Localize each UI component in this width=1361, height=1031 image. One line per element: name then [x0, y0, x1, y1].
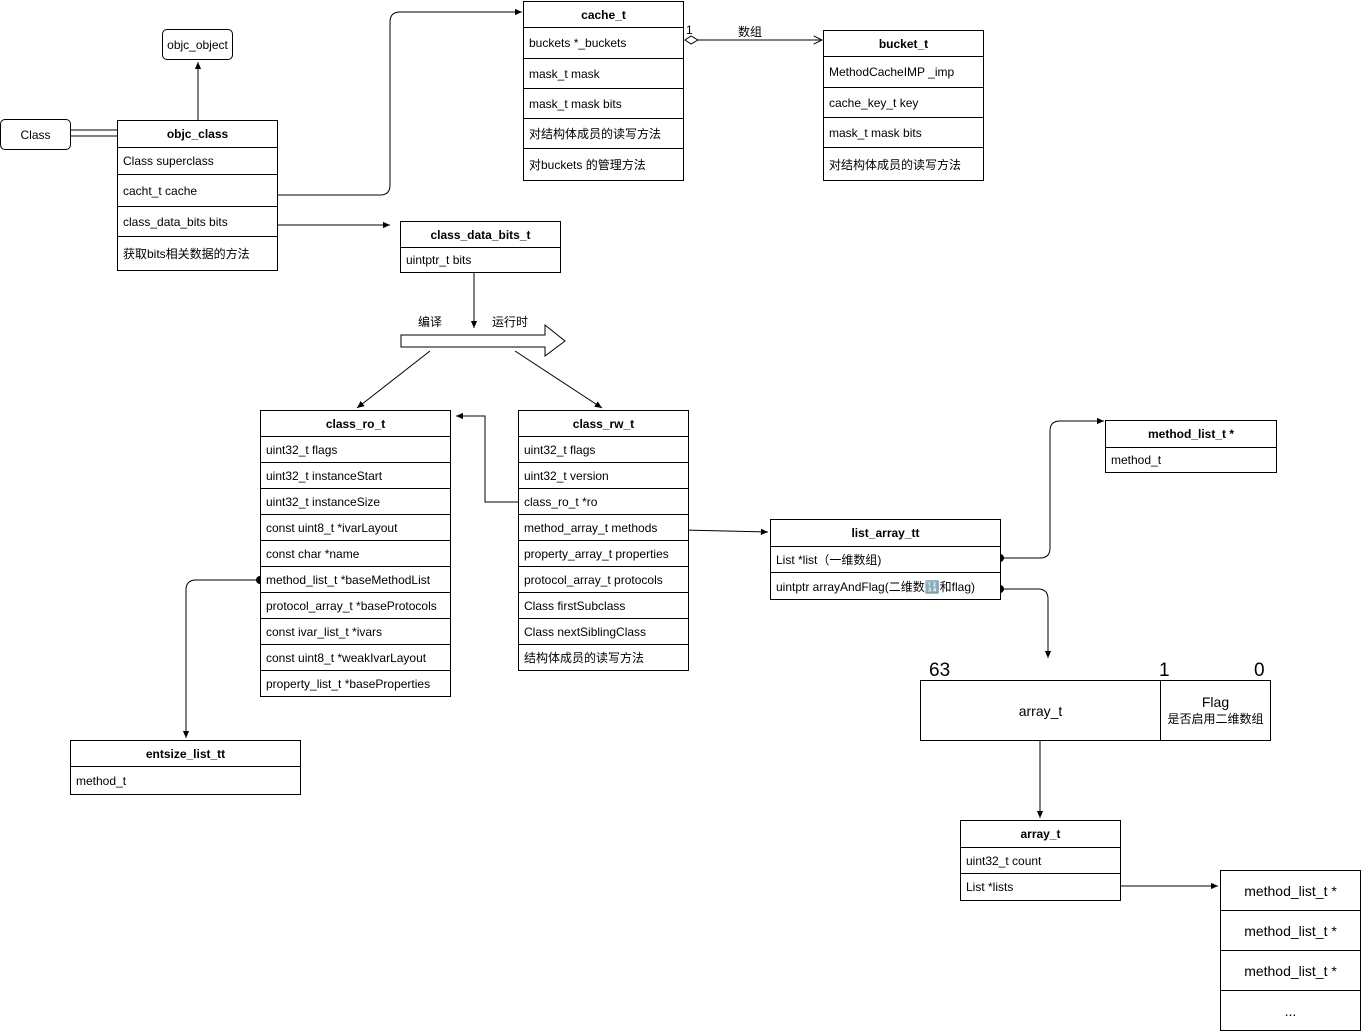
aggregation-diamond — [684, 35, 700, 45]
objc-class-box[interactable]: objc_class Class superclass cacht_t cach… — [117, 120, 278, 271]
bucket-t-box[interactable]: bucket_t MethodCacheIMP _imp cache_key_t… — [823, 30, 984, 181]
bucket-t-row: mask_t mask bits — [824, 118, 983, 148]
class-rw-t-row: Class firstSubclass — [519, 593, 688, 619]
list-array-tt-box[interactable]: list_array_tt List *list（一维数组) uintptr a… — [770, 519, 1001, 600]
to-class-ro-arrow — [356, 350, 431, 409]
cache-t-row: mask_t mask — [524, 59, 683, 89]
objc-class-row: class_data_bits bits — [118, 207, 277, 237]
list-array-tt-title: list_array_tt — [771, 520, 1000, 547]
entsize-list-tt-box[interactable]: entsize_list_tt method_t — [70, 740, 301, 795]
class-ro-t-row: uint32_t flags — [261, 437, 450, 463]
array-label: 数组 — [738, 25, 763, 39]
list-connector — [1000, 417, 1104, 559]
entsize-list-tt-title: entsize_list_tt — [71, 741, 300, 767]
bit-layout-box[interactable]: array_t Flag 是否启用二维数组 — [920, 680, 1271, 741]
cache-t-row: 对buckets 的管理方法 — [529, 158, 646, 172]
class-rw-t-row: protocol_array_t protocols — [519, 567, 688, 593]
class-ref-box[interactable]: Class — [0, 119, 71, 150]
method-list-entry: ... — [1284, 1002, 1297, 1019]
array-t-box[interactable]: array_t uint32_t count List *lists — [960, 820, 1121, 901]
base-method-list-connector — [182, 579, 260, 738]
class-ref-label: Class — [20, 127, 51, 142]
class-ro-t-row: const uint8_t *ivarLayout — [261, 515, 450, 541]
high-bit-label: 63 — [929, 660, 951, 681]
class-rw-t-row: class_ro_t *ro — [519, 489, 688, 515]
class-ro-t-box[interactable]: class_ro_t uint32_t flags uint32_t insta… — [260, 410, 451, 697]
class-rw-t-row: Class nextSiblingClass — [519, 619, 688, 645]
list-array-tt-row: List *list（一维数组) — [771, 547, 1000, 573]
class-rw-t-row: method_array_t methods — [519, 515, 688, 541]
methods-connector — [682, 528, 769, 536]
method-list-entry: method_list_t * — [1221, 951, 1360, 991]
objc-object-label: objc_object — [167, 37, 228, 52]
cache-t-row: buckets *_buckets — [524, 28, 683, 59]
entsize-list-tt-row: method_t — [76, 773, 127, 788]
class-ro-t-row: protocol_array_t *baseProtocols — [261, 593, 450, 619]
class-ro-t-title: class_ro_t — [261, 411, 450, 437]
runtime-label: 运行时 — [492, 315, 529, 329]
class-ro-t-row: const char *name — [261, 541, 450, 567]
class-rw-t-row: 结构体成员的读写方法 — [524, 651, 645, 665]
class-rw-t-row: property_array_t properties — [519, 541, 688, 567]
low-bit-label: 0 — [1254, 660, 1265, 681]
cache-t-title: cache_t — [524, 2, 683, 28]
class-ro-t-row: const uint8_t *weakIvarLayout — [261, 645, 450, 671]
array-and-flag-connector — [1000, 588, 1052, 658]
list-array-tt-row: uintptr arrayAndFlag(二维数🔢和flag) — [776, 579, 976, 594]
flag-desc: 是否启用二维数组 — [1167, 712, 1264, 726]
method-list-t-ptr-title: method_list_t * — [1106, 421, 1276, 448]
objc-class-row: cacht_t cache — [118, 175, 277, 207]
class-rw-t-row: uint32_t flags — [519, 437, 688, 463]
flag-title: Flag — [1201, 694, 1230, 710]
ro-connector — [456, 412, 518, 503]
cache-t-row: 对结构体成员的读写方法 — [524, 119, 683, 149]
array-t-row: uint32_t count — [961, 848, 1120, 874]
method-list-t-ptr-box[interactable]: method_list_t * method_t — [1105, 420, 1277, 473]
compile-label: 编译 — [418, 315, 443, 329]
mid-bit-label: 1 — [1159, 660, 1170, 681]
bucket-t-row: 对结构体成员的读写方法 — [829, 157, 962, 172]
objc-class-title: objc_class — [118, 121, 277, 148]
cache-connector — [270, 8, 522, 196]
method-list-entry: method_list_t * — [1221, 871, 1360, 911]
objc-class-row: 获取bits相关数据的方法 — [123, 247, 250, 261]
class-rw-t-row: uint32_t version — [519, 463, 688, 489]
class-rw-t-title: class_rw_t — [519, 411, 688, 437]
class-ro-t-row: const ivar_list_t *ivars — [261, 619, 450, 645]
bucket-t-row: cache_key_t key — [824, 88, 983, 118]
class-ro-t-row: uint32_t instanceSize — [261, 489, 450, 515]
multiplicity-label: 1 — [686, 23, 693, 37]
to-class-rw-arrow — [514, 350, 603, 409]
objc-object-box[interactable]: objc_object — [162, 29, 233, 60]
objc-class-row: Class superclass — [118, 148, 277, 175]
class-ro-t-row: method_list_t *baseMethodList — [261, 567, 450, 593]
class-ro-t-row: uint32_t instanceStart — [261, 463, 450, 489]
cache-t-row: mask_t mask bits — [524, 89, 683, 119]
class-data-bits-t-title: class_data_bits_t — [401, 222, 560, 248]
method-list-entry: method_list_t * — [1221, 911, 1360, 951]
cache-t-box[interactable]: cache_t buckets *_buckets mask_t mask ma… — [523, 1, 684, 181]
method-lists-column[interactable]: method_list_t * method_list_t * method_l… — [1220, 870, 1361, 1031]
array-t-row: List *lists — [966, 880, 1014, 894]
array-t-cell-label: array_t — [1018, 702, 1063, 719]
bucket-t-title: bucket_t — [824, 31, 983, 57]
array-t-title: array_t — [961, 821, 1120, 848]
array-t-cell: array_t — [921, 681, 1161, 740]
flag-cell: Flag 是否启用二维数组 — [1161, 681, 1270, 740]
method-list-t-ptr-row: method_t — [1111, 453, 1162, 467]
class-data-bits-t-box[interactable]: class_data_bits_t uintptr_t bits — [400, 221, 561, 273]
class-data-bits-t-row: uintptr_t bits — [406, 253, 472, 267]
class-ro-t-row: property_list_t *baseProperties — [266, 676, 431, 691]
bucket-t-row: MethodCacheIMP _imp — [824, 57, 983, 88]
class-rw-t-box[interactable]: class_rw_t uint32_t flags uint32_t versi… — [518, 410, 689, 671]
